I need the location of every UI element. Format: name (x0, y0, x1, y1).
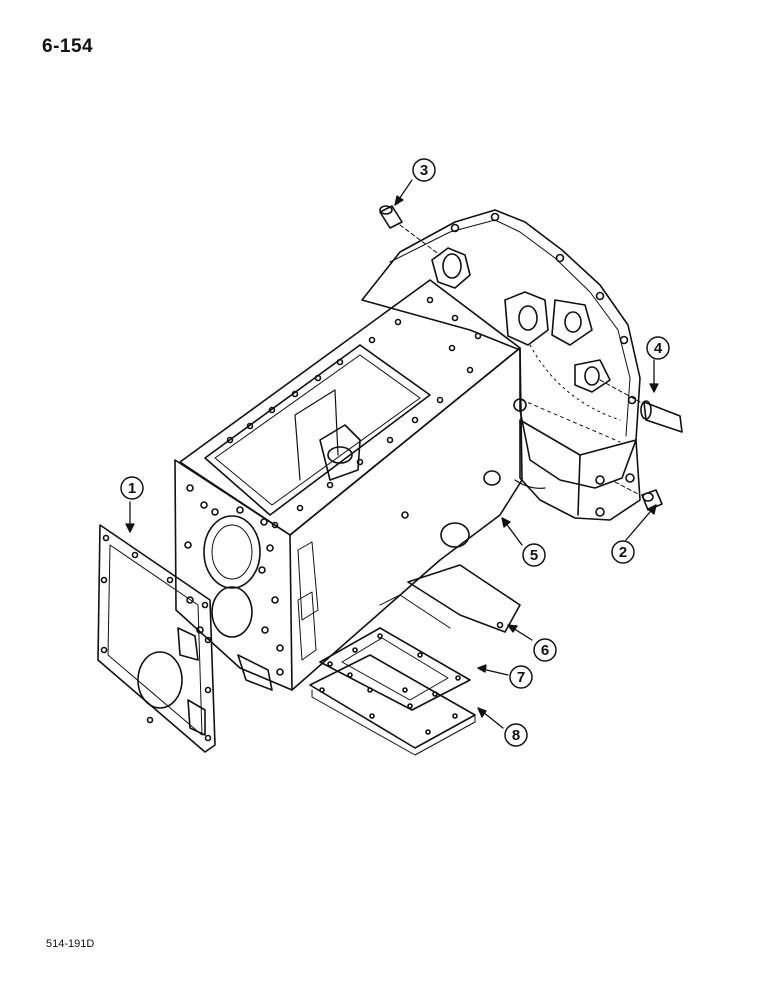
callout-label-3: 3 (420, 162, 428, 179)
callout-leaders (125, 179, 659, 729)
callout-5: 5 (522, 543, 546, 567)
callout-label-2: 2 (619, 544, 627, 561)
front-gasket (97, 524, 216, 753)
page-number: 6-154 (42, 36, 94, 57)
callout-label-6: 6 (541, 642, 549, 659)
callout-7: 7 (509, 665, 533, 689)
dowel-2 (614, 481, 663, 511)
dowel-3 (379, 205, 441, 256)
callout-label-8: 8 (512, 727, 520, 744)
front-face-holes (184, 484, 284, 691)
callout-4: 4 (646, 336, 670, 360)
callout-label-7: 7 (517, 669, 525, 686)
transmission-housing (174, 279, 546, 691)
cover-plate-8 (309, 654, 476, 756)
callout-8: 8 (504, 723, 528, 747)
alignment-line (521, 399, 621, 443)
callout-6: 6 (533, 638, 557, 662)
callout-label-5: 5 (530, 547, 538, 564)
callout-label-4: 4 (654, 340, 663, 357)
bushing-4 (599, 379, 683, 433)
callout-3: 3 (412, 158, 436, 182)
cover-plate-6 (407, 564, 521, 633)
rear-housing-flange (361, 209, 641, 521)
figure-code: 514-191D (46, 938, 95, 950)
top-face-bolt-holes (226, 296, 482, 529)
hidden-edge-line (379, 594, 451, 629)
callout-2: 2 (611, 540, 635, 564)
callout-label-1: 1 (128, 480, 136, 497)
callout-1: 1 (120, 476, 144, 500)
